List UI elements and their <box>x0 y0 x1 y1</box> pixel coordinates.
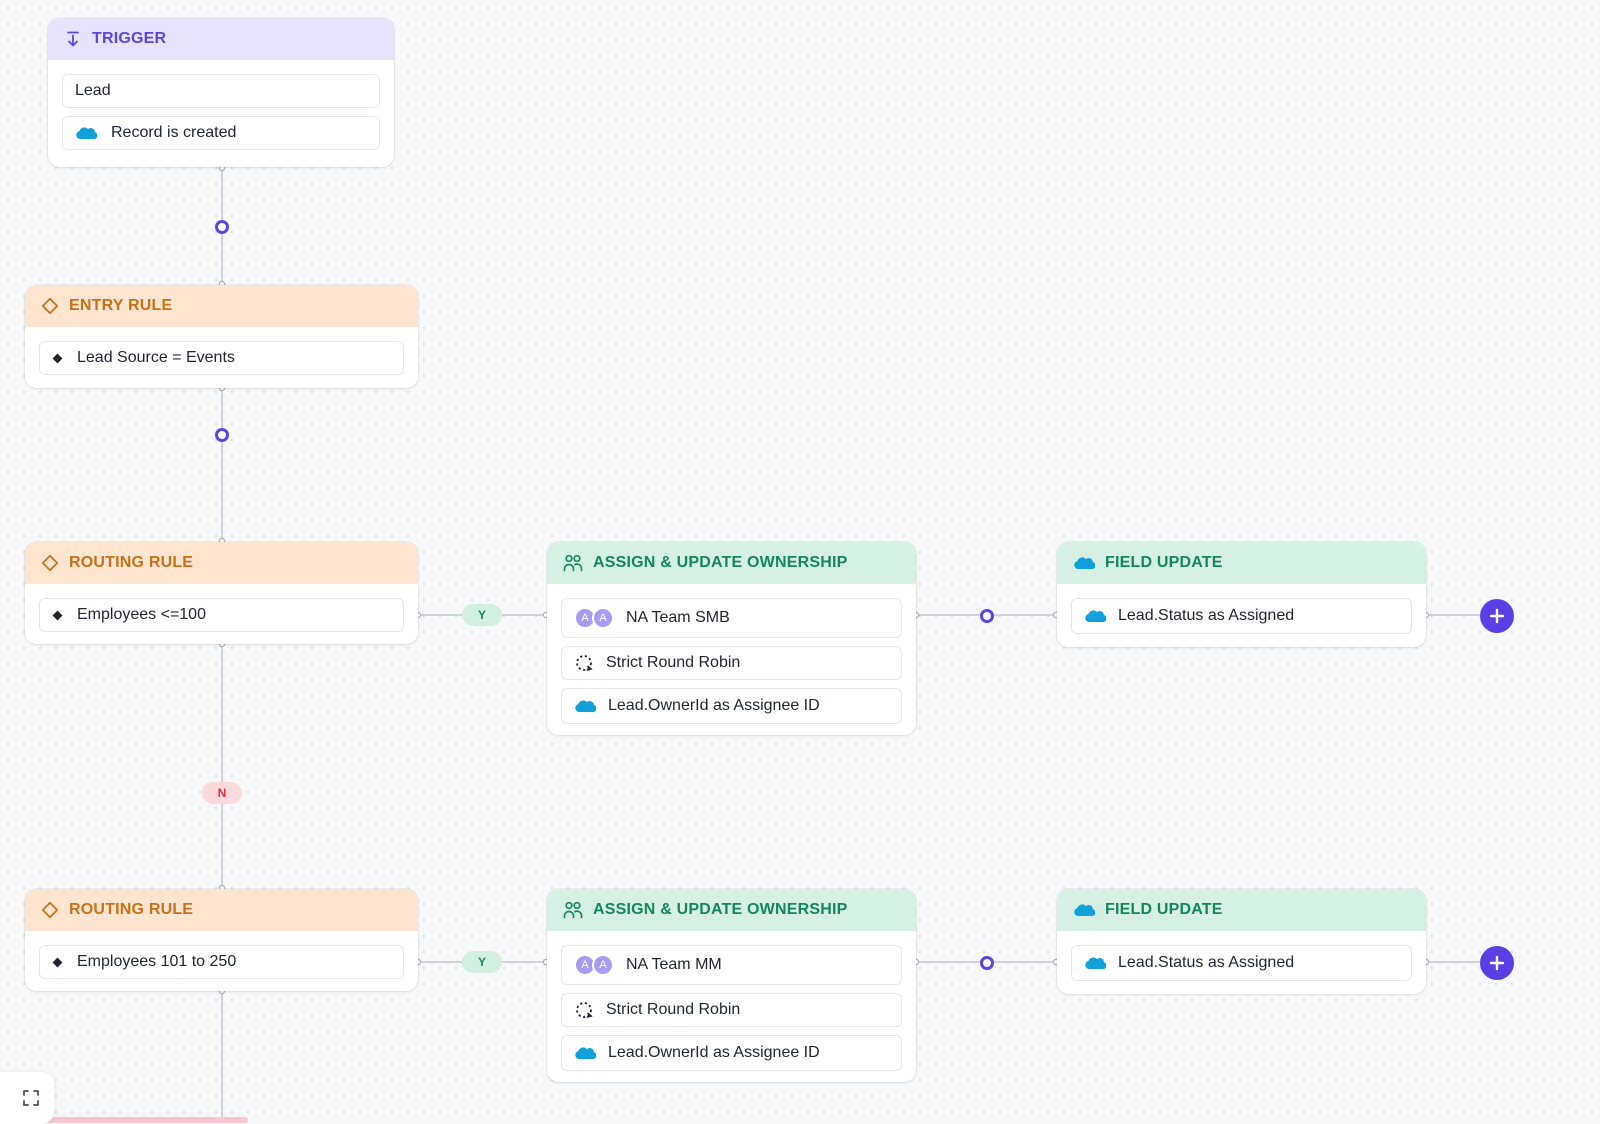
field-update-label: Lead.Status as Assigned <box>1118 954 1295 971</box>
field-update-value[interactable]: Lead.Status as Assigned <box>1071 598 1412 634</box>
assign-owner-label: Lead.OwnerId as Assignee ID <box>608 1044 820 1061</box>
routing-rule-condition-label: Employees 101 to 250 <box>77 953 237 970</box>
assign-owner-label: Lead.OwnerId as Assignee ID <box>608 697 820 714</box>
salesforce-cloud-icon <box>575 1047 596 1060</box>
salesforce-cloud-icon <box>1085 957 1106 970</box>
team-avatars: A A <box>574 607 614 629</box>
salesforce-cloud-icon <box>76 127 97 140</box>
assign-ownership-title: ASSIGN & UPDATE OWNERSHIP <box>593 554 848 571</box>
trigger-node[interactable]: TRIGGER Lead Record is created <box>48 18 394 167</box>
yes-branch-pill: Y <box>462 951 502 973</box>
round-robin-icon <box>576 655 593 671</box>
routing-rule-condition[interactable]: Employees <=100 <box>39 598 404 632</box>
add-step-junction[interactable] <box>215 220 229 234</box>
assign-ownership-node[interactable]: ASSIGN & UPDATE OWNERSHIP A A NA Team MM… <box>547 889 916 1082</box>
entry-rule-condition[interactable]: Lead Source = Events <box>39 341 404 375</box>
trigger-event-label: Record is created <box>111 124 237 141</box>
field-update-value[interactable]: Lead.Status as Assigned <box>1071 945 1412 981</box>
entry-rule-header: ENTRY RULE <box>25 285 418 327</box>
diamond-outline-icon <box>41 297 59 315</box>
round-robin-icon <box>576 1002 593 1018</box>
field-update-node[interactable]: FIELD UPDATE Lead.Status as Assigned <box>1057 542 1426 647</box>
salesforce-cloud-icon <box>575 700 596 713</box>
trigger-event-field[interactable]: Record is created <box>62 116 380 150</box>
assign-method-label: Strict Round Robin <box>606 1001 741 1018</box>
fullscreen-button[interactable] <box>0 1072 54 1124</box>
field-update-title: FIELD UPDATE <box>1105 554 1223 571</box>
routing-rule-header: ROUTING RULE <box>25 889 418 931</box>
assign-owner-field[interactable]: Lead.OwnerId as Assignee ID <box>561 688 902 724</box>
users-icon <box>563 901 583 919</box>
routing-rule-node[interactable]: ROUTING RULE Employees <=100 <box>25 542 418 644</box>
assign-owner-field[interactable]: Lead.OwnerId as Assignee ID <box>561 1035 902 1071</box>
trigger-object-field[interactable]: Lead <box>62 74 380 108</box>
entry-rule-condition-label: Lead Source = Events <box>77 349 235 366</box>
assign-team-label: NA Team SMB <box>626 609 730 626</box>
condition-bullet-icon <box>52 353 63 363</box>
entry-rule-node[interactable]: ENTRY RULE Lead Source = Events <box>25 285 418 388</box>
field-update-header: FIELD UPDATE <box>1057 542 1426 584</box>
next-routing-rule-stub <box>0 1117 248 1123</box>
add-step-button[interactable] <box>1480 946 1514 980</box>
assign-team-field[interactable]: A A NA Team SMB <box>561 598 902 638</box>
assign-ownership-header: ASSIGN & UPDATE OWNERSHIP <box>547 542 916 584</box>
salesforce-cloud-icon <box>1074 557 1095 570</box>
trigger-header: TRIGGER <box>48 18 394 60</box>
trigger-title: TRIGGER <box>92 30 167 47</box>
assign-ownership-node[interactable]: ASSIGN & UPDATE OWNERSHIP A A NA Team SM… <box>547 542 916 735</box>
arrow-down-to-line-icon <box>67 31 79 47</box>
avatar: A <box>592 954 614 976</box>
field-update-title: FIELD UPDATE <box>1105 901 1223 918</box>
plus-icon <box>1489 955 1505 971</box>
assign-method-field[interactable]: Strict Round Robin <box>561 646 902 680</box>
routing-rule-node[interactable]: ROUTING RULE Employees 101 to 250 <box>25 889 418 991</box>
yes-branch-pill: Y <box>462 604 502 626</box>
salesforce-cloud-icon <box>1074 904 1095 917</box>
assign-ownership-title: ASSIGN & UPDATE OWNERSHIP <box>593 901 848 918</box>
plus-icon <box>1489 608 1505 624</box>
users-icon <box>563 554 583 572</box>
team-avatars: A A <box>574 954 614 976</box>
add-step-junction[interactable] <box>215 428 229 442</box>
fullscreen-icon <box>23 1090 39 1106</box>
assign-method-label: Strict Round Robin <box>606 654 741 671</box>
avatar: A <box>592 607 614 629</box>
entry-rule-title: ENTRY RULE <box>69 297 173 314</box>
diamond-outline-icon <box>41 901 59 919</box>
add-step-junction[interactable] <box>980 609 994 623</box>
condition-bullet-icon <box>52 957 63 967</box>
assign-team-field[interactable]: A A NA Team MM <box>561 945 902 985</box>
field-update-node[interactable]: FIELD UPDATE Lead.Status as Assigned <box>1057 889 1426 994</box>
routing-rule-condition[interactable]: Employees 101 to 250 <box>39 945 404 979</box>
condition-bullet-icon <box>52 610 63 620</box>
no-branch-pill: N <box>202 782 242 804</box>
add-step-button[interactable] <box>1480 599 1514 633</box>
routing-rule-title: ROUTING RULE <box>69 901 194 918</box>
add-step-junction[interactable] <box>980 956 994 970</box>
assign-method-field[interactable]: Strict Round Robin <box>561 993 902 1027</box>
field-update-label: Lead.Status as Assigned <box>1118 607 1295 624</box>
routing-rule-title: ROUTING RULE <box>69 554 194 571</box>
routing-rule-condition-label: Employees <=100 <box>77 606 206 623</box>
diamond-outline-icon <box>41 554 59 572</box>
assign-team-label: NA Team MM <box>626 956 722 973</box>
routing-rule-header: ROUTING RULE <box>25 542 418 584</box>
salesforce-cloud-icon <box>1085 610 1106 623</box>
assign-ownership-header: ASSIGN & UPDATE OWNERSHIP <box>547 889 916 931</box>
trigger-object-label: Lead <box>75 82 111 99</box>
field-update-header: FIELD UPDATE <box>1057 889 1426 931</box>
